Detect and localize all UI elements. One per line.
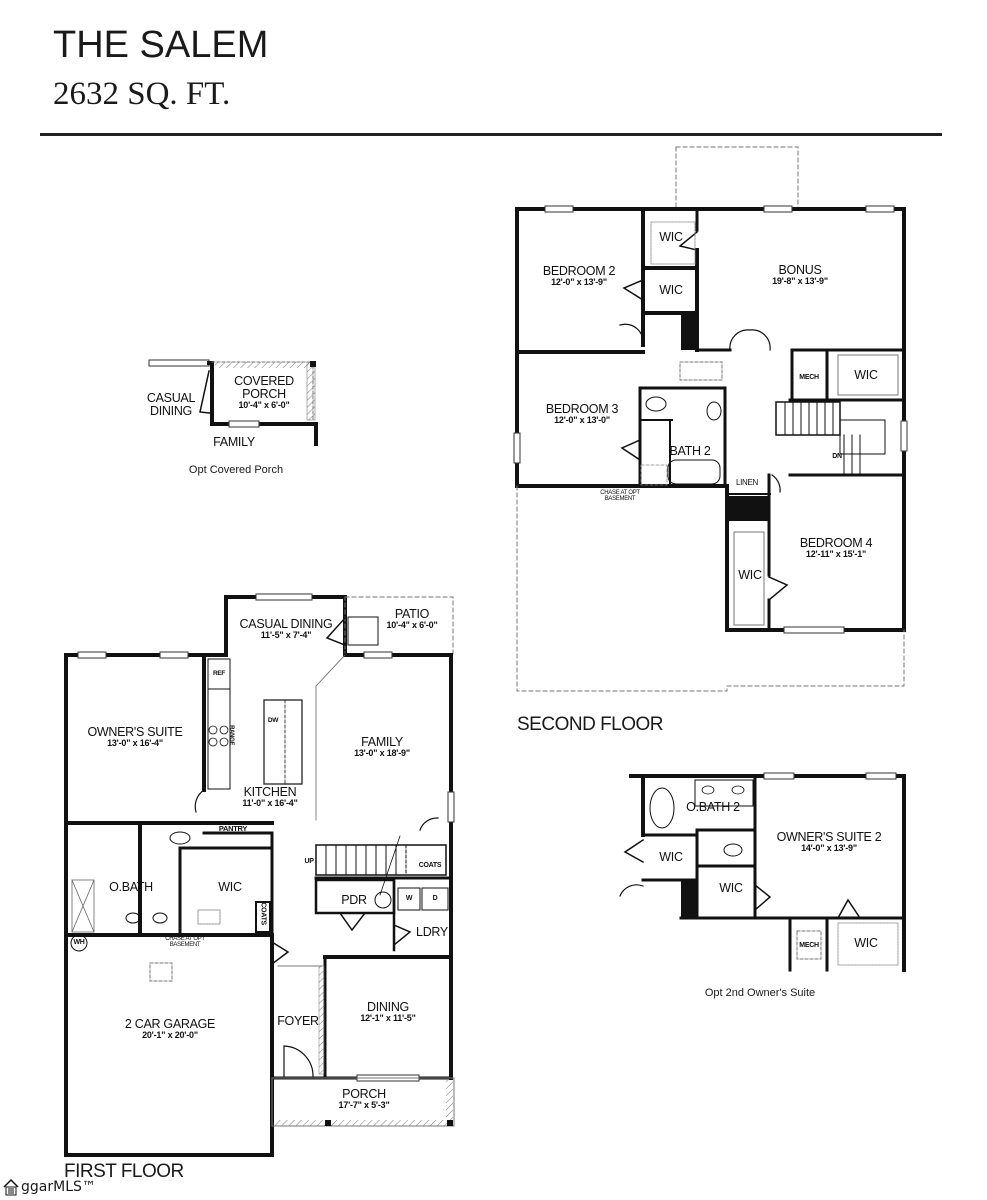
mls-watermark: ggarMLS™ xyxy=(2,1178,96,1196)
chase-note-first: CHASE AT OPT BASEMENT xyxy=(165,936,205,949)
room-covered-porch: COVERED PORCH 10'-4" x 6'-0" xyxy=(234,374,294,411)
caption-opt-covered-porch: Opt Covered Porch xyxy=(188,464,284,476)
plan-title: THE SALEM xyxy=(53,24,269,66)
first-floor-label: FIRST FLOOR xyxy=(64,1161,184,1182)
room-laundry: LDRY xyxy=(416,925,448,939)
room-owners-suite-2: OWNER'S SUITE 2 14'-0" x 13'-9" xyxy=(776,830,882,854)
room-mech: MECH xyxy=(799,374,819,381)
room-wic-right: WIC xyxy=(854,936,878,950)
room-owners-suite: OWNER'S SUITE 13'-0" x 16'-4" xyxy=(87,725,183,749)
fixture-water-heater: WH xyxy=(73,939,85,946)
room-mech-opt: MECH xyxy=(799,942,819,949)
fixture-dryer: D xyxy=(432,895,438,902)
second-floor-label: SECOND FLOOR xyxy=(517,714,664,735)
opt-owners-suite-drawing xyxy=(619,772,906,972)
header-divider xyxy=(40,133,942,136)
room-family: FAMILY 13'-0" x 18'-9" xyxy=(354,735,410,759)
room-bonus: BONUS 19'-8" x 13'-9" xyxy=(772,263,828,287)
second-floor-drawing xyxy=(513,146,908,692)
room-garage: 2 CAR GARAGE 20'-1" x 20'-0" xyxy=(124,1017,216,1041)
room-family-opt: FAMILY xyxy=(213,435,255,449)
fixture-range: RANGE xyxy=(228,725,235,746)
room-wic-bedroom-2: WIC xyxy=(659,283,683,297)
room-kitchen: KITCHEN 11'-0" x 16'-4" xyxy=(242,785,298,809)
closet-coats-garage: COATS xyxy=(259,902,267,925)
room-patio: PATIO 10'-4" x 6'-0" xyxy=(386,607,438,631)
room-foyer: FOYER xyxy=(277,1014,319,1028)
room-wic-middle: WIC xyxy=(719,881,743,895)
room-wic-upper: WIC xyxy=(659,230,683,244)
closet-coats-foyer: COATS xyxy=(418,862,442,869)
room-powder: PDR xyxy=(341,893,367,907)
room-dining: DINING 12'-1" x 11'-5" xyxy=(360,1000,416,1024)
room-bedroom-2: BEDROOM 2 12'-0" x 13'-9" xyxy=(542,264,616,288)
room-wic-bedroom-4: WIC xyxy=(738,568,762,582)
room-porch: PORCH 17'-7" x 5'-3" xyxy=(338,1087,390,1111)
caption-opt-owners-suite: Opt 2nd Owner's Suite xyxy=(704,987,816,999)
chase-note-second: CHASE AT OPT BASEMENT xyxy=(600,490,640,503)
stair-up-label: UP xyxy=(304,858,314,865)
fixture-dishwasher: DW xyxy=(267,717,279,724)
fixture-refrigerator: REF xyxy=(212,670,226,677)
house-icon xyxy=(3,1178,19,1196)
room-owners-wic: WIC xyxy=(218,880,242,894)
watermark-text: ggarMLS™ xyxy=(21,1179,96,1195)
fixture-washer: W xyxy=(405,895,413,902)
room-wic-bonus: WIC xyxy=(854,368,878,382)
room-linen: LINEN xyxy=(735,478,759,487)
room-wic-left: WIC xyxy=(659,850,683,864)
room-pantry: PANTRY xyxy=(218,824,248,833)
square-footage: 2632 SQ. FT. xyxy=(53,76,231,112)
room-owners-bath: O.BATH xyxy=(109,880,153,894)
stair-down-label: DN xyxy=(832,453,842,460)
opt-covered-porch-drawing xyxy=(148,359,318,446)
room-casual-dining: CASUAL DINING 11'-5" x 7'-4" xyxy=(239,617,333,641)
room-bath-2: BATH 2 xyxy=(669,444,711,458)
first-floor-drawing xyxy=(64,593,455,1157)
room-casual-dining-opt: CASUAL DINING xyxy=(146,391,196,419)
room-owners-bath-2: O.BATH 2 xyxy=(686,800,740,814)
room-bedroom-4: BEDROOM 4 12'-11" x 15'-1" xyxy=(799,536,873,560)
room-bedroom-3: BEDROOM 3 12'-0" x 13'-0" xyxy=(545,402,619,426)
